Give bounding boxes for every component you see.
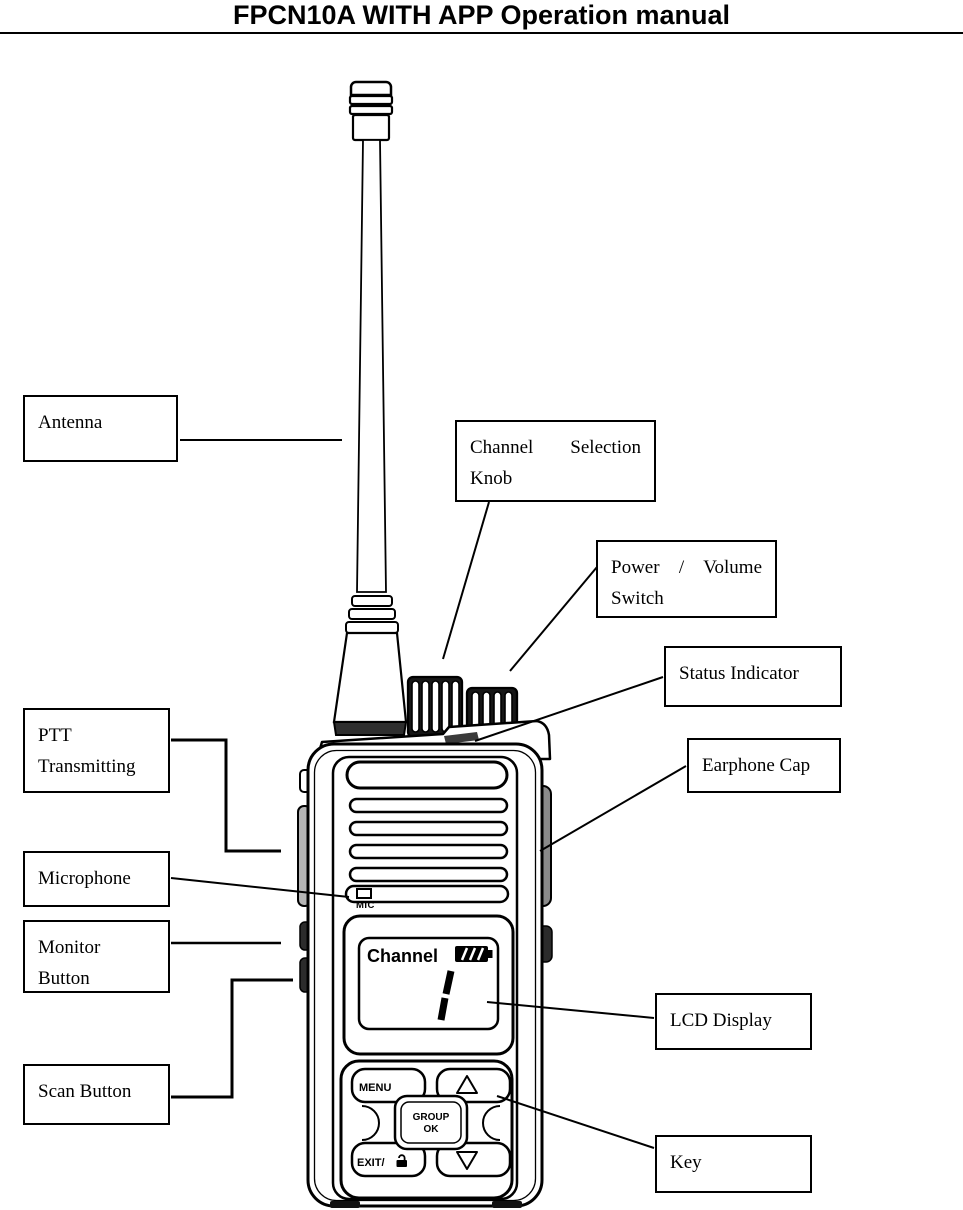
antenna-flare-ring: [348, 608, 396, 620]
callout-label: Monitor: [38, 937, 101, 958]
callout-power-volume-switch: Power / Volume Switch: [596, 540, 777, 618]
leader-lines: [170, 439, 687, 1149]
knob-rib: [441, 680, 450, 733]
lcd-channel-label: Channel: [367, 946, 438, 966]
leader-power-volume-switch: [509, 566, 598, 672]
radio-body-inner-line: [313, 749, 537, 1202]
antenna-tip-cap: [349, 80, 393, 97]
group-ok-key: [393, 1094, 469, 1151]
callout-label: Status Indicator: [679, 663, 799, 684]
battery-icon: [455, 946, 493, 962]
callout-label: Microphone: [38, 868, 131, 889]
channel-selection-knob: [406, 675, 464, 739]
knob-rib: [421, 680, 430, 733]
lcd-display: Channel: [342, 914, 515, 1056]
speaker-grille: MIC: [344, 760, 510, 911]
callout-scan-button: Scan Button: [23, 1064, 170, 1125]
exit-key: [350, 1141, 427, 1178]
callout-label: Key: [670, 1152, 702, 1173]
antenna-collar: [351, 113, 391, 142]
callout-label: Channel Selection: [470, 437, 641, 458]
antenna-ring: [348, 104, 394, 116]
callout-label: Button: [38, 968, 90, 989]
antenna-mount: [332, 721, 408, 736]
grille-slot: [348, 843, 509, 860]
grille-slot: [345, 760, 509, 790]
leader-key: [496, 1095, 655, 1149]
mic-label: MIC: [356, 900, 375, 911]
grille-slot: [348, 820, 509, 837]
antenna-ring: [348, 94, 394, 106]
callout-channel-selection-knob: Channel Selection Knob: [455, 420, 656, 502]
keypad: MENU EXIT/ GROUP OK: [339, 1059, 514, 1200]
group-key-label: GROUP: [413, 1112, 450, 1123]
callout-earphone-cap: Earphone Cap: [687, 738, 841, 793]
lock-icon: [396, 1154, 407, 1167]
callout-label: Knob: [470, 468, 513, 489]
antenna-flare-ring: [351, 595, 393, 607]
bottom-foot: [492, 1201, 522, 1208]
menu-key: [350, 1067, 427, 1104]
callout-label: LCD Display: [670, 1010, 772, 1031]
leader-lcd-display: [486, 1001, 655, 1019]
title-divider: [0, 32, 963, 34]
two-way-radio: MIC Channel: [297, 80, 553, 1208]
antenna: [332, 80, 408, 736]
grille-slot: [344, 884, 510, 904]
grille-slot: [348, 797, 509, 814]
callout-label: Switch: [611, 588, 664, 609]
callout-label: Transmitting: [38, 756, 136, 777]
exit-key-label: EXIT/: [357, 1157, 385, 1169]
callout-lcd-display: LCD Display: [655, 993, 812, 1050]
callout-label: Earphone Cap: [702, 755, 811, 776]
antenna-flare-ring: [345, 621, 399, 634]
down-triangle-icon: [456, 1151, 478, 1170]
lcd-channel-value-digit: [437, 970, 455, 1021]
callout-label: Power / Volume: [611, 557, 762, 578]
antenna-base-cone: [332, 631, 408, 724]
status-indicator: [444, 732, 479, 744]
leader-scan-button: [171, 978, 293, 1099]
antenna-whip: [356, 139, 387, 593]
bottom-foot: [330, 1201, 360, 1208]
callout-antenna: Antenna: [23, 395, 178, 462]
callout-ptt-transmitting: PTT Transmitting: [23, 708, 170, 793]
callout-status-indicator: Status Indicator: [664, 646, 842, 707]
callout-label: PTT: [38, 725, 72, 746]
callout-label: Scan Button: [38, 1081, 132, 1102]
grille-slot: [348, 866, 509, 883]
ok-key-label: OK: [424, 1124, 440, 1135]
leader-earphone-cap: [539, 765, 687, 852]
keypad-molding-left: [361, 1105, 380, 1141]
page-title: FPCN10A WITH APP Operation manual: [232, 0, 731, 30]
knob-rib: [431, 680, 440, 733]
mic-hole: [356, 888, 372, 899]
callout-key: Key: [655, 1135, 812, 1193]
leader-status-indicator: [474, 676, 664, 742]
group-ok-key-inner: [400, 1101, 462, 1144]
up-triangle-icon: [456, 1075, 478, 1094]
callout-microphone: Microphone: [23, 851, 170, 907]
menu-key-label: MENU: [359, 1082, 391, 1094]
leader-ptt-transmitting: [171, 738, 281, 853]
callout-label: Antenna: [38, 412, 103, 433]
keypad-molding-right: [482, 1105, 501, 1141]
callout-monitor-button: Monitor Button: [23, 920, 170, 993]
leader-channel-selection-knob: [442, 501, 490, 660]
knob-rib: [451, 680, 460, 733]
leader-microphone: [170, 877, 350, 898]
knob-rib: [411, 680, 420, 733]
